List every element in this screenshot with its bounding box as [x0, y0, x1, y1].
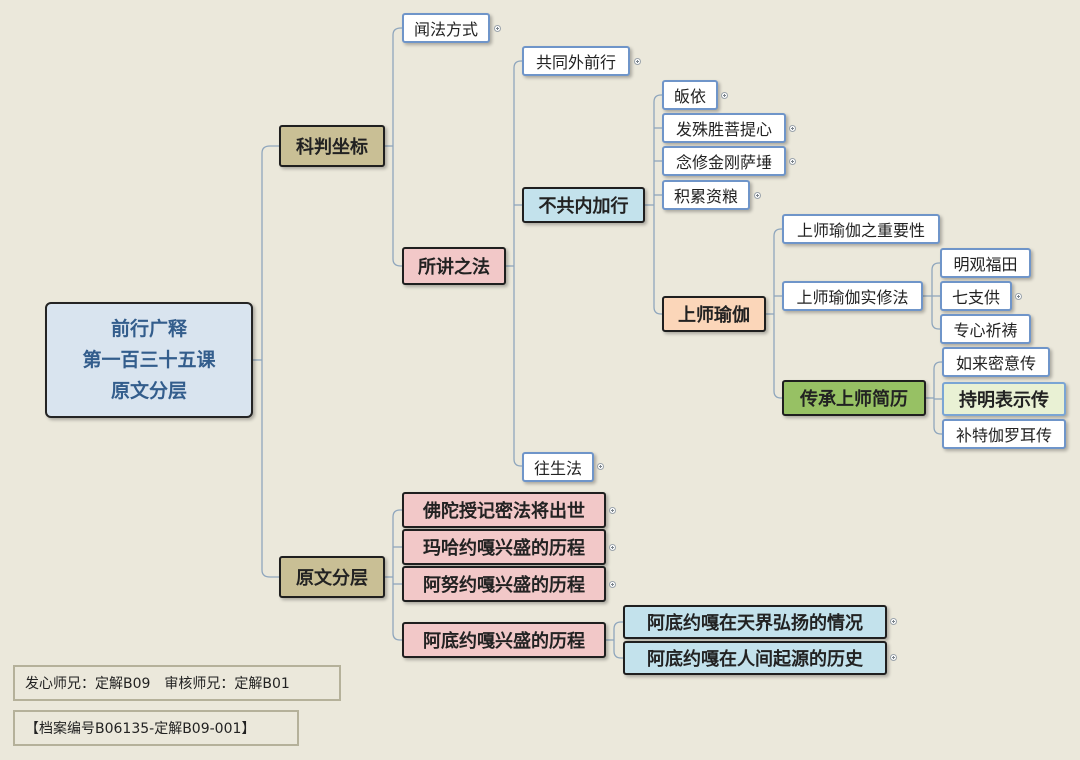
topic-suojiang[interactable]: 所讲之法	[402, 247, 506, 285]
expand-icon[interactable]	[721, 92, 728, 99]
topic-shangshi[interactable]: 上师瑜伽	[662, 296, 766, 332]
topic-chiming[interactable]: 持明表示传	[942, 382, 1066, 416]
topic-yuanwen[interactable]: 原文分层	[279, 556, 385, 598]
expand-icon[interactable]	[754, 192, 761, 199]
topic-jilei[interactable]: 积累资粮	[662, 180, 750, 210]
expand-icon[interactable]	[494, 25, 501, 32]
topic-chuancheng[interactable]: 传承上师简历	[782, 380, 926, 416]
topic-shixiu[interactable]: 上师瑜伽实修法	[782, 281, 923, 311]
topic-fotuo[interactable]: 佛陀授记密法将出世	[402, 492, 606, 528]
topic-kepan[interactable]: 科判坐标	[279, 125, 385, 167]
topic-wenfa[interactable]: 闻法方式	[402, 13, 490, 43]
expand-icon[interactable]	[609, 507, 616, 514]
topic-adi[interactable]: 阿底约嘎兴盛的历程	[402, 622, 606, 658]
topic-renjian[interactable]: 阿底约嘎在人间起源的历史	[623, 641, 887, 675]
expand-icon[interactable]	[890, 654, 897, 661]
topic-bugong[interactable]: 不共内加行	[522, 187, 645, 223]
topic-faputi[interactable]: 发殊胜菩提心	[662, 113, 786, 143]
expand-icon[interactable]	[890, 618, 897, 625]
topic-qizhi[interactable]: 七支供	[940, 281, 1012, 311]
expand-icon[interactable]	[597, 463, 604, 470]
expand-icon[interactable]	[609, 581, 616, 588]
topic-gongtong[interactable]: 共同外前行	[522, 46, 630, 76]
expand-icon[interactable]	[1015, 293, 1022, 300]
archive-note: 【档案编号B06135-定解B09-001】	[13, 710, 299, 746]
topic-nianxiu[interactable]: 念修金刚萨埵	[662, 146, 786, 176]
topic-tianjie[interactable]: 阿底约嘎在天界弘扬的情况	[623, 605, 887, 639]
root-topic[interactable]: 前行广释 第一百三十五课 原文分层	[45, 302, 253, 418]
expand-icon[interactable]	[609, 544, 616, 551]
topic-maha[interactable]: 玛哈约嘎兴盛的历程	[402, 529, 606, 565]
expand-icon[interactable]	[789, 125, 796, 132]
topic-zhongyao[interactable]: 上师瑜伽之重要性	[782, 214, 940, 244]
root-line-2: 第一百三十五课	[82, 348, 216, 371]
topic-zhuanxin[interactable]: 专心祈祷	[940, 314, 1031, 344]
expand-icon[interactable]	[789, 158, 796, 165]
topic-wangsheng[interactable]: 往生法	[522, 452, 594, 482]
topic-anu[interactable]: 阿努约嘎兴盛的历程	[402, 566, 606, 602]
expand-icon[interactable]	[634, 58, 641, 65]
root-line-3: 原文分层	[110, 379, 187, 402]
topic-mingguan[interactable]: 明观福田	[940, 248, 1031, 278]
topic-bute[interactable]: 补特伽罗耳传	[942, 419, 1066, 449]
topic-guiyi[interactable]: 皈依	[662, 80, 718, 110]
root-line-1: 前行广释	[110, 317, 187, 340]
credits-note: 发心师兄：定解B09 审核师兄：定解B01	[13, 665, 341, 701]
topic-rulai[interactable]: 如来密意传	[942, 347, 1050, 377]
